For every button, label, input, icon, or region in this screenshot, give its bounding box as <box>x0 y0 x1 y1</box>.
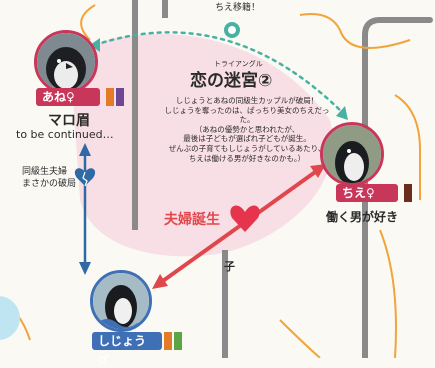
left-note-line-2: まさかの破局 <box>22 179 77 189</box>
left-note-line-1: 同級生夫婦 <box>22 167 68 177</box>
center-title: 恋の迷宮② <box>190 71 273 91</box>
chie-tag-brown <box>404 184 412 202</box>
dotted-curve-arrow-left <box>90 38 100 52</box>
shijo-tag-orange <box>164 332 172 350</box>
center-text: しじょうとあねの同級生カップルが破局！ しじょうを奪ったのは、ぱっちり美女のちえ… <box>162 96 332 163</box>
ane-name-badge: あね♀ <box>36 88 100 106</box>
center-text-line-5: ぜんぶの子育てもしじょうがしているあたり、 <box>168 143 326 153</box>
center-text-line-2: しじょうを奪ったのは、ぱっちり美女のちえだった。 <box>164 105 330 125</box>
chie-photo <box>320 122 384 186</box>
orange-line-4 <box>379 229 397 358</box>
orange-line-2 <box>299 13 411 49</box>
gray-track-right <box>362 17 433 358</box>
edge-photo-left <box>0 296 20 340</box>
blue-arrow-down <box>79 262 91 275</box>
center-text-line-6: ちえは働ける男が好きなのかも。） <box>188 153 306 163</box>
couple-label: 夫婦誕生 <box>164 212 220 228</box>
dotted-curve <box>93 31 347 117</box>
dotted-curve-arrow-right <box>336 106 348 120</box>
chie-caption: 働く男が好き <box>326 210 399 224</box>
ane-tag-orange <box>106 88 114 106</box>
orange-line-6 <box>279 319 321 358</box>
heart-icon <box>230 205 260 232</box>
ane-caption2: to be continued… <box>16 128 114 141</box>
center-text-line-4: 最後は子どもが選ばれ子どもが誕生。 <box>183 134 311 144</box>
center-text-line-3: （あねの優勢かと思われたが、 <box>194 124 300 134</box>
orange-line-3 <box>394 94 421 200</box>
chie-name-badge: ちえ♀ <box>336 184 398 202</box>
ane-tag-purple <box>116 88 124 106</box>
child-label: 子 <box>224 260 235 273</box>
shijo-photo <box>90 270 152 332</box>
orange-line-1 <box>80 4 96 41</box>
shijo-tag-green <box>174 332 182 350</box>
center-ruby: トライアングル <box>214 60 263 68</box>
red-arrow-head-bottom <box>152 274 168 289</box>
top-label: ちえ移籍！ <box>215 3 261 13</box>
ane-photo <box>34 30 98 94</box>
ane-caption: マロ眉 <box>48 113 90 129</box>
shijo-name-badge: しじょう♂ <box>92 332 162 366</box>
broken-heart-icon <box>74 168 96 186</box>
center-text-line-1: しじょうとあねの同級生カップルが破局！ <box>175 96 319 105</box>
blue-arrow-up <box>79 143 91 156</box>
red-arrow <box>158 168 320 285</box>
